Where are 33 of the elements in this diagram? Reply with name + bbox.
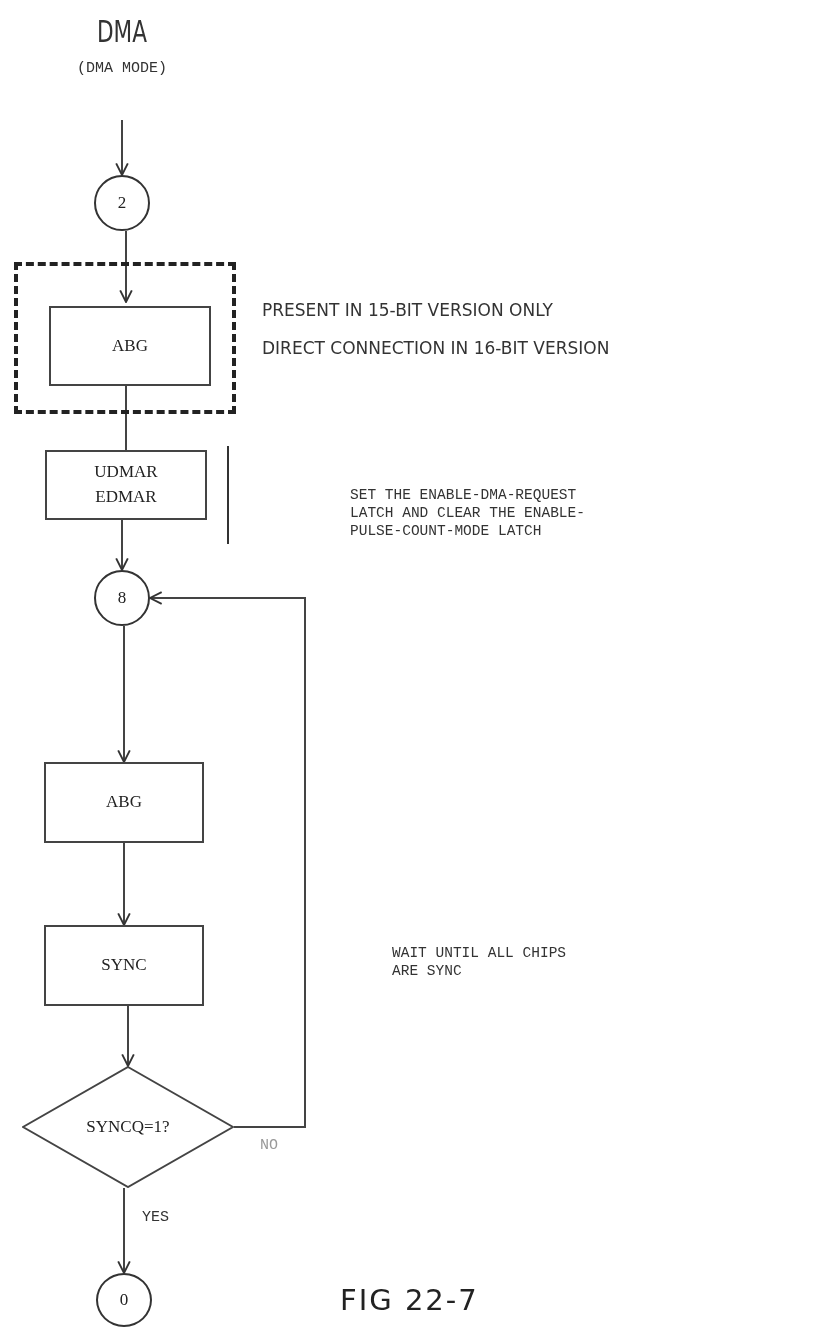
box-label: ABG bbox=[106, 791, 142, 814]
process-box bbox=[45, 450, 207, 520]
box-label: 2 bbox=[117, 191, 127, 214]
box-label: UDMAR bbox=[94, 461, 158, 484]
subtitle-label: (DMA MODE) bbox=[76, 60, 168, 77]
process-box bbox=[44, 762, 204, 843]
arrow bbox=[149, 591, 306, 1128]
box-label: SYNCQ=1? bbox=[86, 1115, 170, 1138]
annotation-text: SET THE ENABLE-DMA-REQUEST LATCH AND CLEAR THE ENABLE-PULSE-COUNT-MODE LATCH bbox=[350, 486, 586, 541]
arrow bbox=[119, 230, 133, 303]
arrow bbox=[115, 119, 129, 176]
arrow bbox=[115, 519, 129, 571]
process-box bbox=[49, 306, 211, 386]
connector-circle bbox=[94, 175, 150, 231]
arrow bbox=[121, 1005, 135, 1067]
dashed-boundary-box bbox=[14, 262, 236, 414]
box-label: 8 bbox=[117, 586, 127, 609]
annotation-text: WAIT UNTIL ALL CHIPS ARE SYNC bbox=[392, 944, 568, 981]
box-label: SYNC bbox=[101, 954, 147, 977]
box-label: 0 bbox=[119, 1288, 129, 1311]
box-label: EDMAR bbox=[95, 486, 157, 508]
annotation-text: DIRECT CONNECTION IN 16-BIT VERSION bbox=[262, 338, 611, 360]
figure-caption: FIG 22-7 bbox=[340, 1283, 479, 1317]
decision-diamond bbox=[22, 1066, 234, 1188]
arrow bbox=[117, 625, 131, 763]
title: DMA bbox=[95, 14, 148, 49]
arrow bbox=[117, 1187, 131, 1274]
connector-circle bbox=[96, 1273, 152, 1327]
process-box bbox=[44, 925, 204, 1006]
box-label: ABG bbox=[112, 334, 148, 357]
connector-circle bbox=[94, 570, 150, 626]
arrow bbox=[117, 842, 131, 926]
annotation-text: PRESENT IN 15-BIT VERSION ONLY bbox=[262, 300, 554, 322]
